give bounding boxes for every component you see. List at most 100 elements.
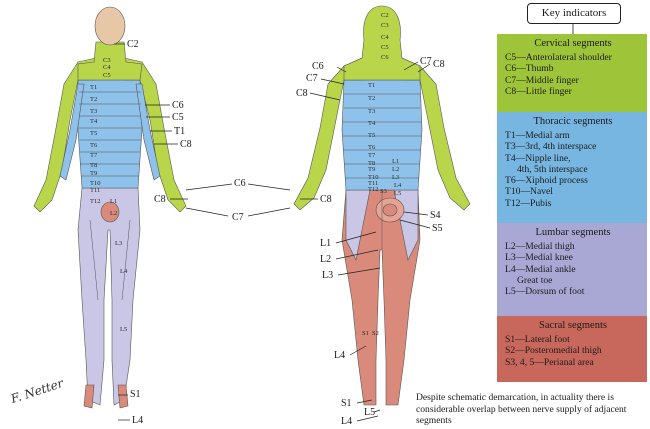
callout-back-c7-left: C7 bbox=[306, 73, 318, 84]
callout-c5: C5 bbox=[172, 112, 184, 123]
segment-label: L3 bbox=[392, 174, 400, 181]
segment-label: S1 bbox=[362, 330, 369, 337]
legend-sacral-heading: Sacral segments bbox=[539, 320, 607, 331]
legend-item: T10—Navel bbox=[505, 186, 553, 198]
segment-label: T5 bbox=[90, 130, 98, 137]
callout-back-s4: S4 bbox=[430, 210, 441, 221]
callout-back-l5: L5 bbox=[364, 407, 376, 418]
segment-label: T10 bbox=[368, 174, 379, 181]
segment-label: T10 bbox=[90, 180, 101, 187]
legend-item: C5—Anterolateral shoulder bbox=[505, 52, 612, 63]
segment-label: T4 bbox=[368, 120, 376, 127]
legend-item: S1—Lateral foot bbox=[505, 334, 570, 345]
legend-item: L3—Medial knee bbox=[505, 252, 573, 264]
segment-label: T6 bbox=[368, 144, 376, 151]
front-genital-area bbox=[100, 201, 120, 223]
segment-label: T11 bbox=[90, 187, 101, 194]
segment-label: T11 bbox=[368, 180, 379, 187]
segment-label: S2 bbox=[372, 330, 379, 337]
callout-front-l4: L4 bbox=[132, 415, 144, 426]
segment-label: C4 bbox=[103, 64, 111, 71]
legend-item: 4th, 5th interspace bbox=[505, 163, 588, 175]
segment-label: L1 bbox=[110, 198, 118, 205]
back-torso bbox=[341, 79, 423, 191]
legend-item: T4—Nipple line, bbox=[505, 152, 571, 164]
segment-label: S3 bbox=[380, 188, 387, 195]
callout-mid-c8-left: C8 bbox=[154, 194, 166, 205]
segment-label: C6 bbox=[381, 54, 389, 61]
segment-label: L5 bbox=[394, 190, 402, 197]
segment-label: C3 bbox=[381, 22, 389, 29]
callout-back-l1: L1 bbox=[320, 238, 332, 249]
callout-mid-c6: C6 bbox=[234, 178, 246, 189]
segment-label: L2 bbox=[392, 166, 400, 173]
segment-label: T3 bbox=[368, 108, 376, 115]
callout-front-s1: S1 bbox=[130, 389, 141, 400]
callout-t1: T1 bbox=[174, 126, 186, 137]
legend-item: Great toe bbox=[505, 274, 553, 286]
legend-item: L5—Dorsum of foot bbox=[505, 286, 585, 298]
segment-label: T2 bbox=[90, 96, 98, 103]
segment-label: L4 bbox=[394, 182, 402, 189]
segment-label: T9 bbox=[90, 170, 98, 177]
legend-item: L4—Medial ankle bbox=[505, 263, 576, 275]
legend-item: S2—Posteromedial thigh bbox=[505, 345, 602, 357]
overlap-note: Despite schematic demarcation, in actual… bbox=[416, 392, 627, 426]
back-head-neck bbox=[343, 5, 421, 81]
segment-label: T3 bbox=[90, 108, 98, 115]
callout-back-l2: L2 bbox=[320, 254, 332, 265]
segment-label: C2 bbox=[381, 12, 389, 19]
front-inner-arm-right bbox=[135, 83, 161, 181]
callout-back-l4-foot: L4 bbox=[341, 416, 353, 427]
segment-label: L5 bbox=[120, 326, 128, 333]
callout-mid-c8-right: C8 bbox=[320, 194, 332, 205]
front-legs bbox=[77, 187, 141, 406]
segment-label: L1 bbox=[392, 158, 400, 165]
legend-item: T3—3rd, 4th interspace bbox=[505, 141, 597, 153]
segment-label: T4 bbox=[90, 118, 98, 125]
segment-label: T1 bbox=[90, 84, 98, 91]
legend-cervical: Cervical segments C5—Anterolateral shoul… bbox=[497, 34, 647, 112]
segment-label: T6 bbox=[90, 142, 98, 149]
segment-label: T8 bbox=[368, 160, 376, 167]
segment-label: T12 bbox=[368, 186, 379, 193]
callout-back-c6: C6 bbox=[312, 61, 324, 72]
segment-label: T12 bbox=[90, 198, 101, 205]
segment-label: T2 bbox=[368, 95, 376, 102]
legend-item: T1—Medial arm bbox=[505, 130, 570, 141]
legend-item: T6—Xiphoid process bbox=[505, 175, 588, 187]
front-body-figure bbox=[33, 6, 187, 409]
segment-label: T7 bbox=[90, 152, 98, 159]
legend-item: C6—Thumb bbox=[505, 63, 554, 75]
callout-back-l3: L3 bbox=[322, 270, 334, 281]
callout-back-l4: L4 bbox=[334, 350, 346, 361]
front-inner-arm-left bbox=[59, 83, 85, 181]
legend-item: T12—Pubis bbox=[505, 197, 552, 209]
legend-item: S3, 4, 5—Perianal area bbox=[505, 356, 594, 368]
legend-item: C7—Middle finger bbox=[505, 74, 579, 86]
callout-back-c8-left: C8 bbox=[296, 88, 308, 99]
front-torso bbox=[77, 79, 143, 189]
front-sacral-foot-left bbox=[83, 384, 95, 409]
callout-c6: C6 bbox=[172, 100, 184, 111]
segment-label: L2 bbox=[110, 210, 118, 217]
front-neck bbox=[77, 41, 143, 81]
legend-item: L2—Medial thigh bbox=[505, 241, 575, 252]
callout-back-s1: S1 bbox=[341, 398, 352, 409]
callout-mid-c7: C7 bbox=[232, 212, 244, 223]
segment-label: T8 bbox=[90, 162, 98, 169]
segment-label: C3 bbox=[103, 57, 111, 64]
legend-item: C8—Little finger bbox=[505, 85, 572, 97]
legend-lumbar-heading: Lumbar segments bbox=[535, 227, 611, 238]
front-sacral-foot-right bbox=[117, 384, 129, 409]
segment-label: C5 bbox=[103, 72, 111, 79]
legend-thoracic-heading: Thoracic segments bbox=[533, 116, 613, 127]
key-indicators-title: Key indicators bbox=[527, 3, 621, 24]
callout-back-c7-right: C7 bbox=[420, 56, 432, 67]
back-perianal-center bbox=[382, 203, 398, 217]
segment-label: C5 bbox=[381, 44, 389, 51]
